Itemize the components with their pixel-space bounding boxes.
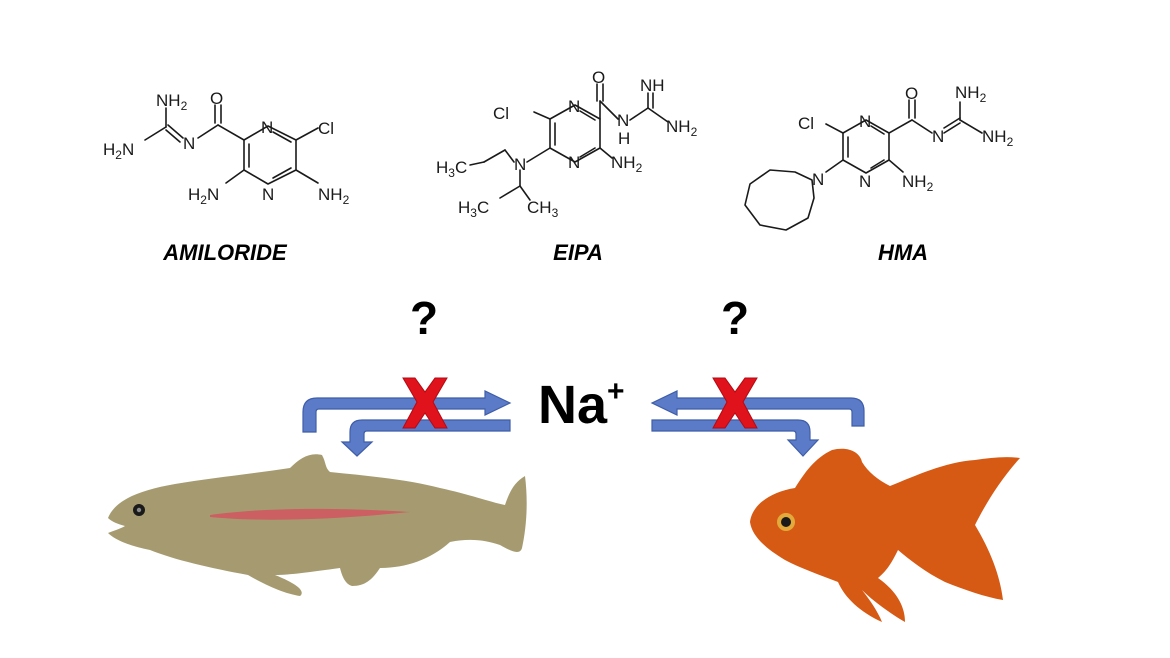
atom-label: Cl [798, 114, 814, 133]
atom-label: NH2 [611, 153, 643, 175]
compound-name-hma: HMA [878, 240, 928, 265]
atom-label: CH3 [527, 198, 559, 220]
atom-label: N [514, 155, 526, 174]
atom-label: NH2 [902, 172, 934, 194]
arrow-efflux-left [340, 419, 511, 457]
amiloride-structure: NH2 O H2N N N Cl H2N N NH2 [103, 89, 350, 207]
blocked-x-icon [712, 377, 758, 429]
atom-label: H [618, 129, 630, 148]
atom-label: N [262, 185, 274, 204]
left-transport-arrows [302, 377, 512, 457]
atom-label: Cl [318, 119, 334, 138]
atom-label: N [568, 153, 580, 172]
atom-label: O [210, 89, 223, 108]
atom-label: N [568, 97, 580, 116]
atom-label: H3C [436, 158, 467, 180]
arrow-uptake-left [302, 390, 512, 433]
eipa-structure: O NH Cl N N H NH2 H3C N N NH2 H3C CH3 [436, 68, 698, 220]
atom-label: NH2 [982, 127, 1014, 149]
atom-label: N [183, 134, 195, 153]
atom-label: NH [640, 76, 665, 95]
atom-label: NH2 [666, 117, 698, 139]
right-transport-arrows [650, 377, 865, 457]
sodium-ion-label: Na+ [538, 375, 625, 435]
atom-label: N [932, 127, 944, 146]
atom-label: H3C [458, 198, 489, 220]
question-mark-left: ? [410, 292, 438, 344]
atom-label: N [859, 172, 871, 191]
atom-label: N [261, 118, 273, 137]
atom-label: N [859, 112, 871, 131]
blocked-x-icon [402, 377, 448, 429]
atom-label: N [812, 170, 824, 189]
atom-label: H2N [188, 185, 219, 207]
atom-label: N [617, 111, 629, 130]
atom-label: H2N [103, 140, 134, 162]
atom-label: NH2 [318, 185, 350, 207]
compound-name-amiloride: AMILORIDE [162, 240, 288, 265]
arrow-uptake-right [650, 390, 865, 427]
trout-icon [108, 454, 527, 596]
atom-label: NH2 [955, 83, 987, 105]
question-mark-right: ? [721, 292, 749, 344]
atom-label: O [592, 68, 605, 87]
arrow-efflux-right [651, 419, 820, 457]
atom-label: Cl [493, 104, 509, 123]
hma-structure: O NH2 Cl N N NH2 N N NH2 [744, 83, 1014, 231]
compound-name-eipa: EIPA [553, 240, 603, 265]
atom-label: O [905, 84, 918, 103]
atom-label: NH2 [156, 91, 188, 113]
goldfish-icon [750, 448, 1020, 622]
